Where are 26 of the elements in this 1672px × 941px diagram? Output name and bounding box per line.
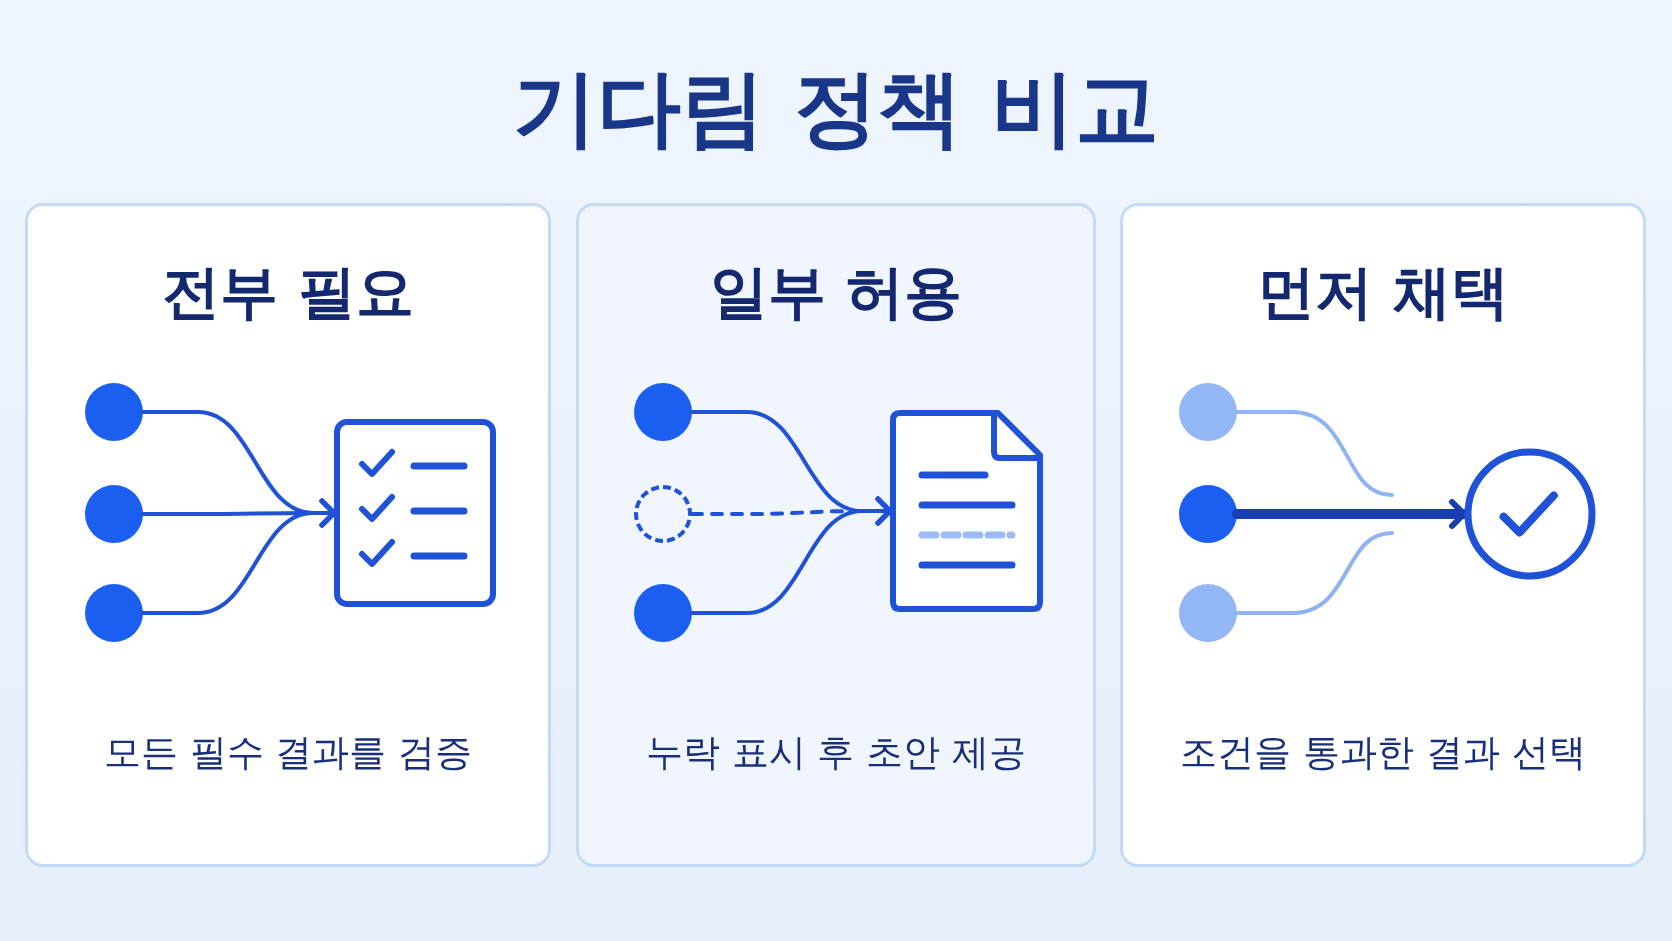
input-dot	[634, 485, 692, 543]
panel-caption: 모든 필수 결과를 검증	[102, 730, 474, 776]
input-dot	[85, 383, 143, 441]
panel-heading: 전부 필요	[160, 257, 416, 328]
checklist-icon	[334, 419, 496, 607]
connector-line	[1235, 410, 1394, 497]
panel-card	[1120, 203, 1646, 867]
input-dot	[1179, 383, 1237, 441]
input-dot	[85, 584, 143, 642]
panel-card	[25, 203, 551, 867]
check-circle-icon	[1464, 448, 1596, 580]
connector-line	[1235, 531, 1394, 615]
input-dot	[1179, 584, 1237, 642]
title: 기다림 정책 비교	[511, 58, 1161, 159]
document-icon	[890, 410, 1046, 612]
input-dot	[634, 584, 692, 642]
panel-card	[576, 203, 1096, 867]
panel-heading: 일부 허용	[708, 257, 964, 328]
input-dot	[1179, 485, 1237, 543]
input-dot	[85, 485, 143, 543]
panel-caption: 조건을 통과한 결과 선택	[1179, 730, 1587, 776]
input-dot	[634, 383, 692, 441]
arrow	[141, 498, 337, 615]
arrow	[690, 496, 893, 615]
panel-caption: 누락 표시 후 초안 제공	[644, 730, 1027, 776]
panel-heading: 먼저 채택	[1255, 257, 1511, 328]
